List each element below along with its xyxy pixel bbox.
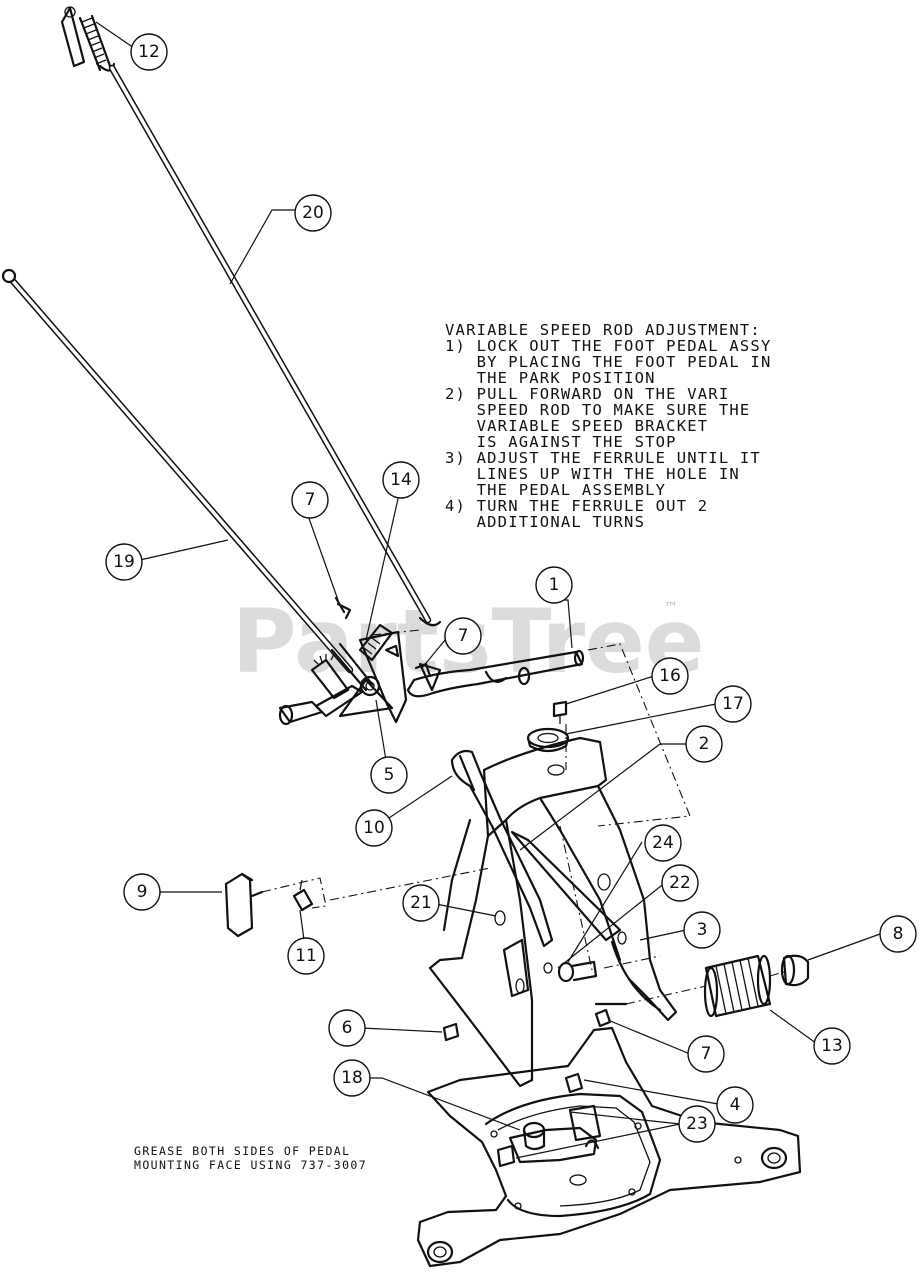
callout-10: 10 (355, 809, 393, 847)
svg-text:4: 4 (730, 1095, 741, 1115)
svg-text:3: 3 (697, 920, 708, 940)
svg-text:24: 24 (652, 833, 674, 853)
svg-text:7: 7 (701, 1044, 712, 1064)
svg-text:13: 13 (821, 1036, 843, 1056)
callout-7-upper-left: 7 (291, 481, 329, 519)
callout-2: 2 (685, 725, 723, 763)
spring-clip-part-11 (292, 879, 314, 912)
grease-note-line: MOUNTING FACE USING 737-3007 (134, 1158, 367, 1172)
callout-1: 1 (535, 566, 573, 604)
svg-text:5: 5 (384, 765, 395, 785)
bracket-part-5 (278, 630, 408, 726)
svg-text:17: 17 (722, 694, 744, 714)
note-line: ADDITIONAL TURNS (445, 513, 645, 531)
callout-23: 23 (678, 1105, 716, 1143)
note-line: 4) TURN THE FERRULE OUT 2 (445, 497, 708, 515)
callout-20: 20 (294, 194, 332, 232)
svg-text:20: 20 (302, 203, 324, 223)
callout-17: 17 (714, 685, 752, 723)
note-line: 1) LOCK OUT THE FOOT PEDAL ASSY (445, 337, 772, 355)
pedal-arm-part-10 (450, 749, 554, 948)
callout-9: 9 (123, 873, 161, 911)
spring-part-12 (60, 6, 116, 72)
pedal-rod-part-1 (406, 649, 585, 698)
svg-text:12: 12 (138, 42, 160, 62)
svg-text:21: 21 (410, 893, 432, 913)
svg-text:9: 9 (137, 882, 148, 902)
svg-text:2: 2 (699, 734, 710, 754)
callout-6: 6 (328, 1009, 366, 1047)
callout-7-lower: 7 (687, 1035, 725, 1073)
bolt-part-6 (442, 1022, 460, 1042)
note-line: IS AGAINST THE STOP (445, 433, 677, 451)
note-line: 2) PULL FORWARD ON THE VARI (445, 385, 729, 403)
grease-note-line: GREASE BOTH SIDES OF PEDAL (134, 1144, 350, 1158)
svg-text:1: 1 (549, 575, 560, 595)
grease-note: GREASE BOTH SIDES OF PEDAL MOUNTING FACE… (134, 1144, 367, 1172)
svg-text:16: 16 (659, 666, 681, 686)
note-line: LINES UP WITH THE HOLE IN (445, 465, 740, 483)
cap-part-8 (780, 954, 810, 987)
note-line: THE PARK POSITION (445, 369, 656, 387)
roller-part-13 (703, 954, 772, 1018)
note-line: VARIABLE SPEED BRACKET (445, 417, 708, 435)
rod-part-20 (108, 64, 442, 627)
alignment-lines (261, 643, 785, 1005)
svg-text:6: 6 (342, 1018, 353, 1038)
note-line: 3) ADJUST THE FERRULE UNTIL IT (445, 449, 761, 467)
svg-text:22: 22 (669, 873, 691, 893)
callout-19: 19 (105, 543, 143, 581)
callout-7-upper-right: 7 (444, 617, 482, 655)
callout-22: 22 (661, 864, 699, 902)
callout-11: 11 (287, 937, 325, 975)
pedal-housing-part-2 (428, 736, 678, 1088)
callout-16: 16 (651, 657, 689, 695)
bolt-part-16 (552, 700, 568, 724)
svg-text:11: 11 (295, 946, 317, 966)
callout-3: 3 (683, 911, 721, 949)
rod-part-19 (1, 268, 374, 692)
callout-24: 24 (644, 824, 682, 862)
note-line: SPEED ROD TO MAKE SURE THE (445, 401, 750, 419)
callout-13: 13 (813, 1027, 851, 1065)
svg-text:18: 18 (341, 1068, 363, 1088)
svg-text:7: 7 (305, 490, 316, 510)
svg-text:19: 19 (113, 552, 135, 572)
watermark-trademark: ™ (664, 600, 678, 616)
svg-text:8: 8 (893, 924, 904, 944)
callout-18: 18 (333, 1059, 371, 1097)
svg-text:7: 7 (458, 626, 469, 646)
callout-12: 12 (130, 33, 168, 71)
svg-text:10: 10 (363, 818, 385, 838)
note-line: VARIABLE SPEED ROD ADJUSTMENT: (445, 321, 761, 339)
note-line: BY PLACING THE FOOT PEDAL IN (445, 353, 772, 371)
callout-8: 8 (879, 915, 917, 953)
adjustment-note: VARIABLE SPEED ROD ADJUSTMENT: 1) LOCK O… (445, 321, 772, 531)
callout-14: 14 (382, 461, 420, 499)
callout-4: 4 (716, 1086, 754, 1124)
base-plate (416, 1008, 802, 1268)
callout-21: 21 (402, 884, 440, 922)
pin-part-22 (543, 960, 598, 983)
callout-5: 5 (370, 756, 408, 794)
note-line: THE PEDAL ASSEMBLY (445, 481, 666, 499)
clip-part-9 (224, 872, 264, 938)
svg-text:23: 23 (686, 1114, 708, 1134)
bushing-part-17 (526, 727, 570, 753)
svg-text:14: 14 (390, 470, 412, 490)
